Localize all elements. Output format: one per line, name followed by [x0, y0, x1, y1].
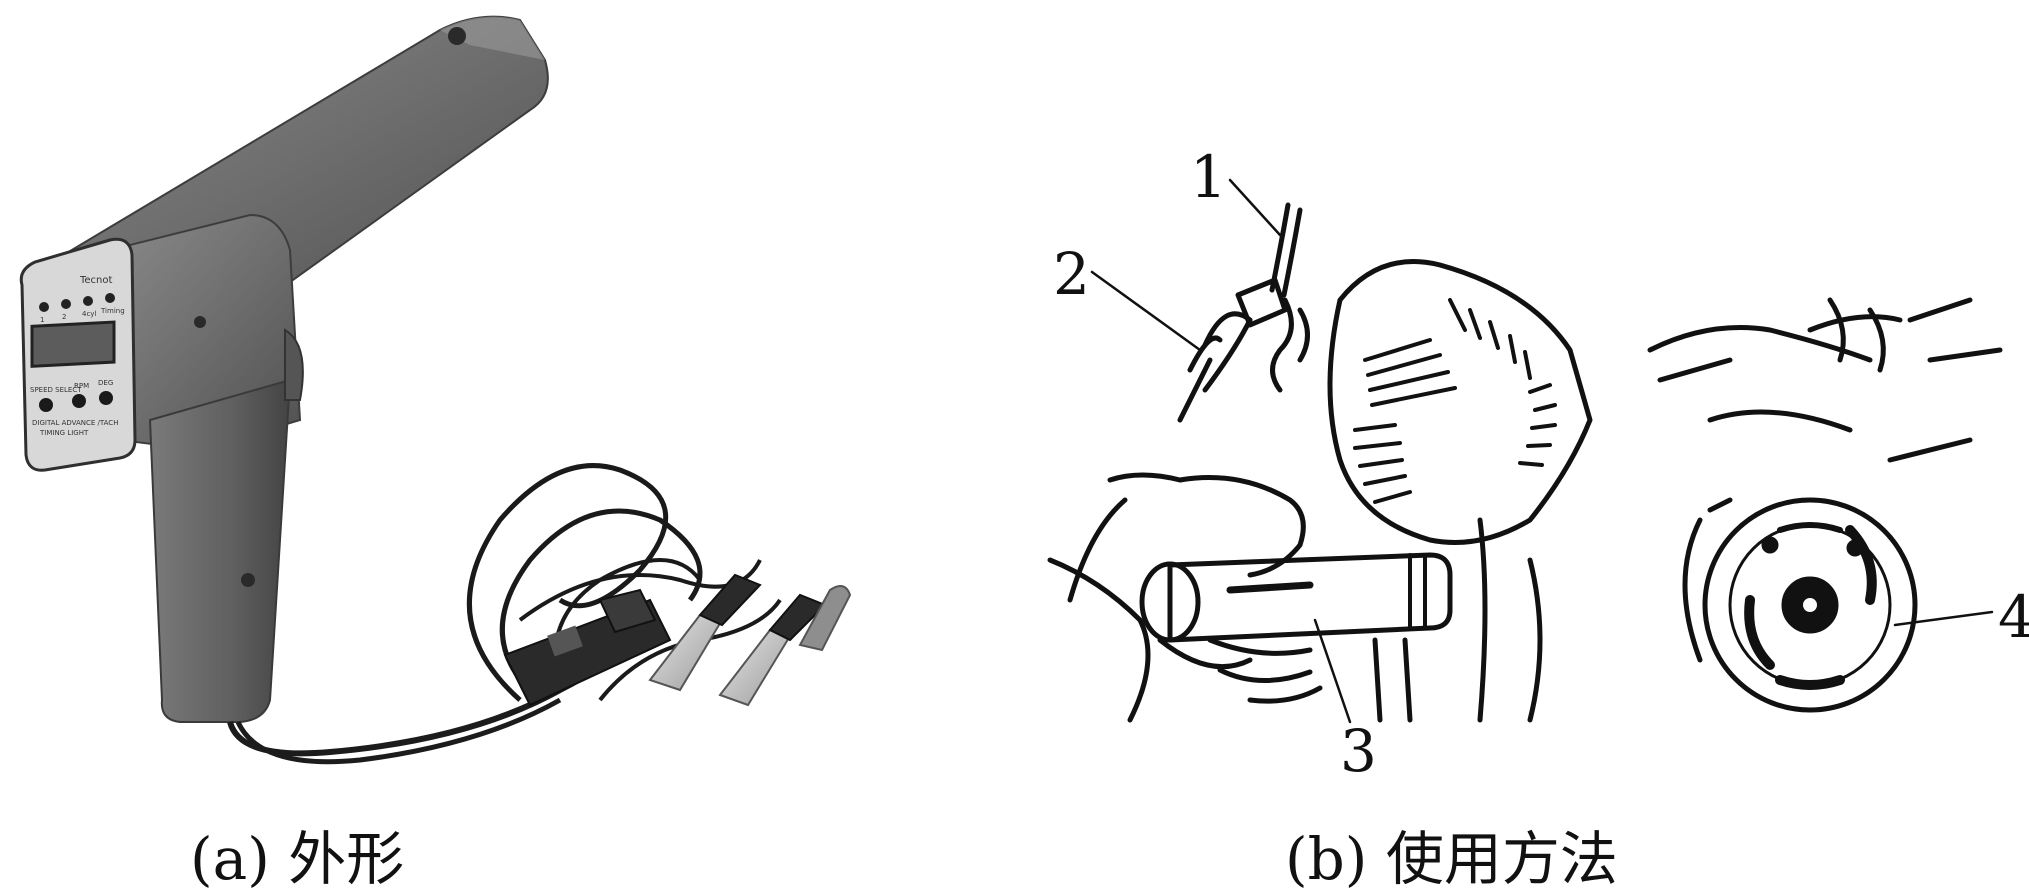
panel-a-device-photo: Tecnot 1 2 4cyl Timing SPEED SELECT RPM …	[0, 0, 1010, 893]
timing-light-photo: Tecnot 1 2 4cyl Timing SPEED SELECT RPM …	[19, 15, 852, 765]
crankshaft-pulley	[1702, 497, 1918, 713]
leader-line-2	[1090, 270, 1202, 352]
device-button-deg	[99, 391, 113, 405]
caption-panel-b: (b) 使用方法	[1285, 825, 1618, 893]
usage-line-drawing	[1047, 178, 2003, 724]
callout-1: 1	[1190, 143, 1227, 211]
hand-holding-light	[1177, 475, 1323, 704]
indicator-label-2: 2	[62, 313, 66, 321]
timing-scale-marks	[1353, 298, 1557, 504]
indicator-label-1: 1	[40, 316, 44, 324]
leader-line-4	[1893, 610, 1994, 627]
device-handle	[148, 378, 292, 723]
leader-line-1	[1228, 178, 1282, 237]
device-brand-text: Tecnot	[79, 275, 113, 286]
device-button-rpm	[72, 394, 86, 408]
indicator-label-3: 4cyl	[82, 310, 96, 318]
alligator-clip-red	[718, 625, 792, 707]
button-label-deg: DEG	[98, 379, 113, 387]
engine-pulley-housing	[1327, 259, 1593, 545]
timing-light-body	[1167, 552, 1453, 643]
device-label-line2: TIMING LIGHT	[39, 429, 89, 437]
button-label-speed-select: SPEED SELECT	[30, 386, 82, 394]
device-lcd-display	[30, 320, 116, 368]
device-indicator-leds: 1 2 4cyl Timing	[39, 293, 125, 324]
callout-2: 2	[1053, 240, 1090, 308]
button-label-rpm: RPM	[74, 382, 89, 390]
callout-3: 3	[1340, 717, 1377, 785]
caption-panel-a: (a) 外形	[190, 825, 405, 893]
device-button-speed-select	[39, 398, 53, 412]
timing-light-lens	[1139, 561, 1201, 643]
device-label-line1: DIGITAL ADVANCE /TACH	[32, 419, 118, 427]
panel-b-usage-illustration: 1 2 3 4 (b) 使用方法	[1010, 0, 2029, 893]
indicator-label-4: Timing	[100, 307, 125, 315]
callout-4: 4	[1998, 583, 2029, 651]
leader-line-3	[1313, 618, 1352, 724]
